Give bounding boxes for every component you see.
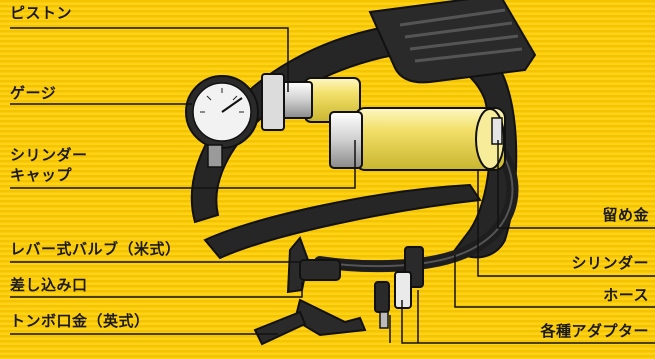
label-cylinder-cap-1: シリンダー — [10, 146, 88, 164]
label-clip: 留め金 — [602, 206, 649, 224]
label-gauge: ゲージ — [10, 84, 56, 102]
label-tombo-clip: トンボ口金（英式） — [10, 312, 150, 330]
label-hose: ホース — [603, 286, 649, 304]
clip-bracket — [492, 118, 502, 144]
label-insert-port: 差し込み口 — [10, 276, 88, 294]
label-cylinder-cap-2: キャップ — [10, 166, 72, 184]
label-lever-valve: レバー式バルブ（米式） — [10, 240, 181, 258]
label-piston: ピストン — [10, 4, 72, 22]
label-adapters: 各種アダプター — [540, 322, 649, 340]
label-cylinder: シリンダー — [571, 254, 649, 272]
